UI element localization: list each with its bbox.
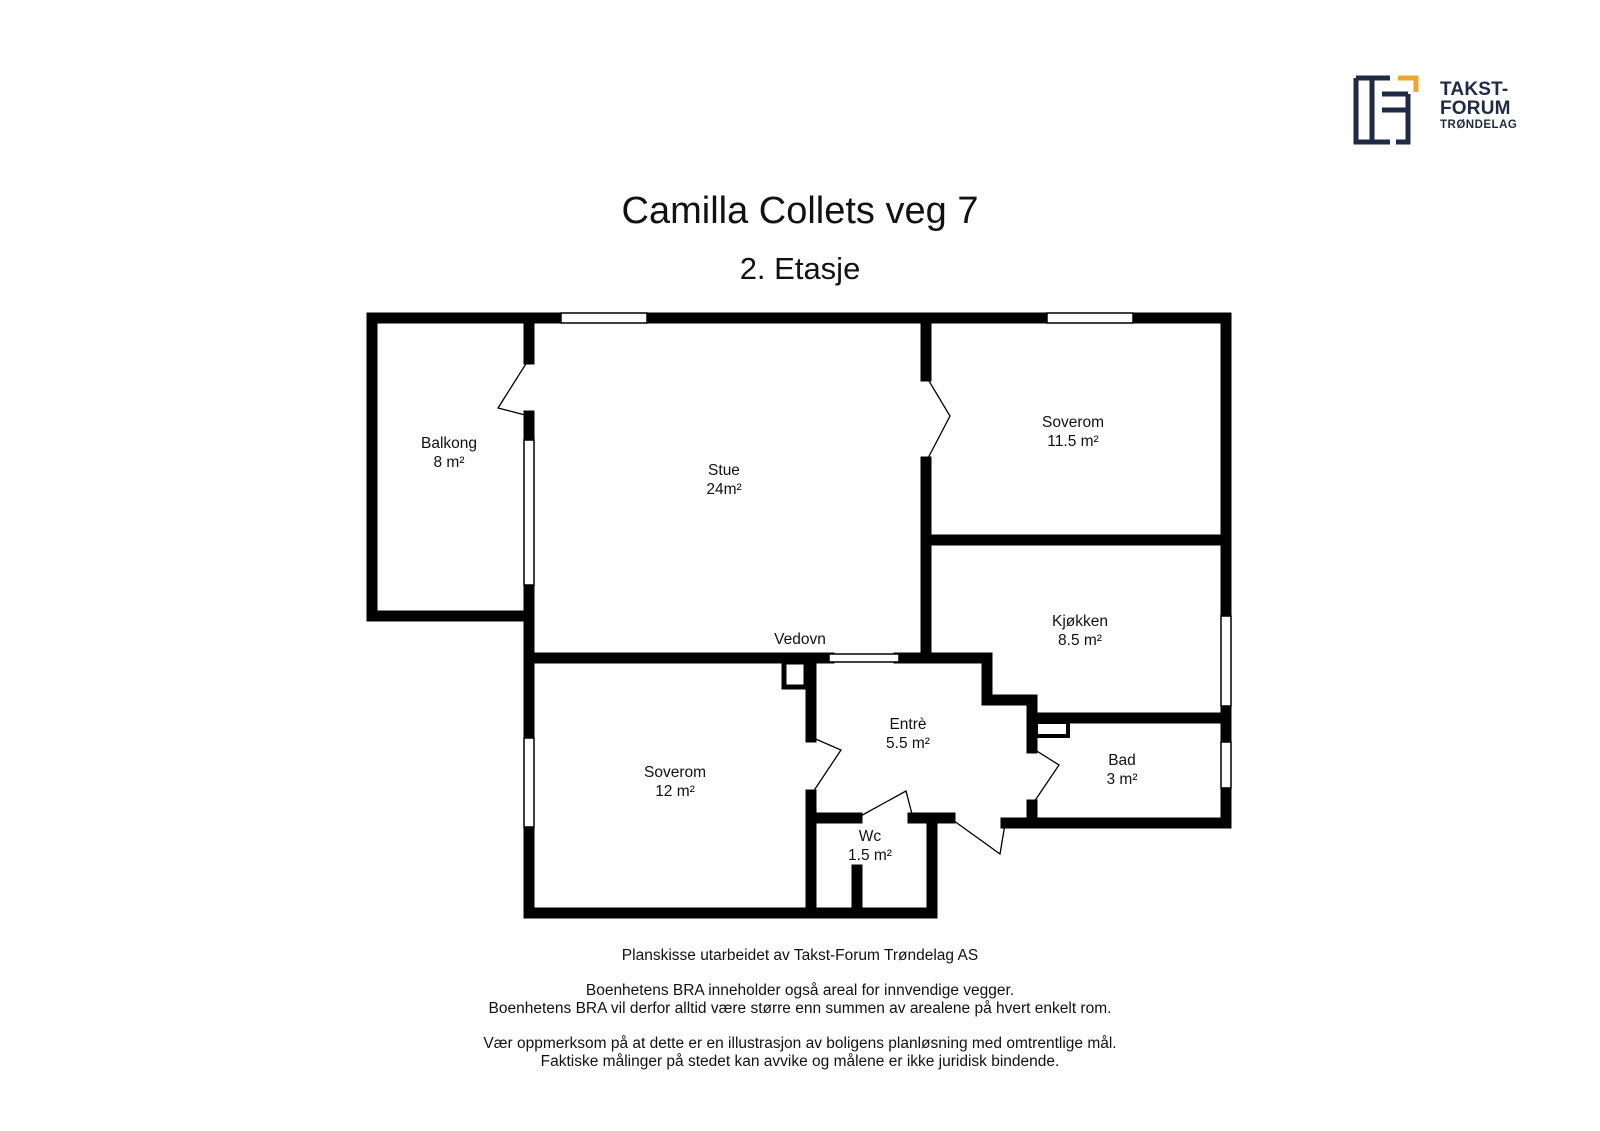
note-line4: Vær oppmerksom på at dette er en illustr… bbox=[483, 1035, 1117, 1052]
room-area: 3 m² bbox=[1106, 771, 1138, 788]
room-name: Soverom bbox=[643, 764, 707, 781]
window-kitchen bbox=[1220, 615, 1232, 707]
room-area: 8.5 m² bbox=[1058, 632, 1102, 649]
doors bbox=[496, 358, 1060, 856]
walls bbox=[366, 312, 1232, 919]
page-title: Camilla Collets veg 7 bbox=[621, 190, 979, 232]
room-area: 12 m² bbox=[655, 783, 695, 800]
room-label-bad: Bad 3 m² bbox=[1082, 751, 1162, 789]
chimney-box bbox=[781, 659, 809, 690]
room-name: Entrè bbox=[889, 716, 927, 733]
door-entre bbox=[949, 817, 1007, 856]
door-bad bbox=[1031, 747, 1060, 806]
bottom-wall bbox=[523, 812, 938, 919]
room-label-stue: Stue 24m² bbox=[684, 461, 764, 499]
page-subtitle: 2. Etasje bbox=[739, 251, 861, 286]
takst-forum-logo: TAKST- FORUM TRØNDELAG bbox=[1352, 72, 1532, 148]
room-name: Kjøkken bbox=[1052, 613, 1108, 630]
room-area: 24m² bbox=[706, 481, 742, 498]
door-wc bbox=[856, 790, 914, 819]
windows bbox=[523, 312, 1232, 828]
window-bath bbox=[1220, 741, 1232, 789]
room-area: 1.5 m² bbox=[848, 847, 892, 864]
window-stue-left bbox=[523, 439, 535, 586]
disclaimer-notes: Planskisse utarbeidet av Takst-Forum Trø… bbox=[0, 947, 1600, 1071]
room-name: Soverom bbox=[1041, 414, 1105, 431]
room-label-soverom2: Soverom 12 m² bbox=[635, 763, 715, 801]
door-balkong bbox=[496, 358, 530, 417]
window-stue-top bbox=[560, 312, 648, 324]
note-line3: Boenhetens BRA vil derfor alltid være st… bbox=[488, 1000, 1112, 1017]
room-area: 5.5 m² bbox=[886, 735, 930, 752]
room-label-soverom1: Soverom 11.5 m² bbox=[1033, 413, 1113, 451]
room-name: Wc bbox=[858, 828, 882, 845]
room-name: Bad bbox=[1108, 752, 1136, 769]
door-soverom2 bbox=[810, 736, 842, 796]
opening-vedovn bbox=[828, 653, 900, 663]
logo-line3: TRØNDELAG bbox=[1440, 119, 1518, 131]
logo-line2: FORUM bbox=[1440, 98, 1511, 119]
room-name: Stue bbox=[708, 462, 740, 479]
logo-line1: TAKST- bbox=[1440, 79, 1509, 100]
room-name: Balkong bbox=[420, 435, 477, 452]
bath-duct-box bbox=[1034, 720, 1070, 738]
logo-mark-icon bbox=[1353, 75, 1419, 145]
note-line2: Boenhetens BRA inneholder også areal for… bbox=[585, 982, 1015, 999]
window-soverom-left bbox=[523, 737, 535, 828]
vedovn-label: Vedovn bbox=[774, 631, 826, 648]
note-line1: Planskisse utarbeidet av Takst-Forum Trø… bbox=[621, 947, 979, 964]
room-label-entre: Entrè 5.5 m² bbox=[868, 715, 948, 753]
room-area: 8 m² bbox=[433, 454, 465, 471]
room-label-balkong: Balkong 8 m² bbox=[409, 434, 489, 472]
logo-text: TAKST- FORUM TRØNDELAG bbox=[1440, 80, 1517, 132]
room-label-kjokken: Kjøkken 8.5 m² bbox=[1040, 612, 1120, 650]
note-line5: Faktiske målinger på stedet kan avvike o… bbox=[540, 1053, 1060, 1070]
kitchen-bottom-wall bbox=[893, 652, 1232, 724]
room-area: 11.5 m² bbox=[1047, 433, 1099, 450]
door-soverom1 bbox=[925, 375, 951, 463]
room-label-wc: Wc 1.5 m² bbox=[830, 827, 910, 865]
window-soverom-top bbox=[1046, 312, 1134, 324]
